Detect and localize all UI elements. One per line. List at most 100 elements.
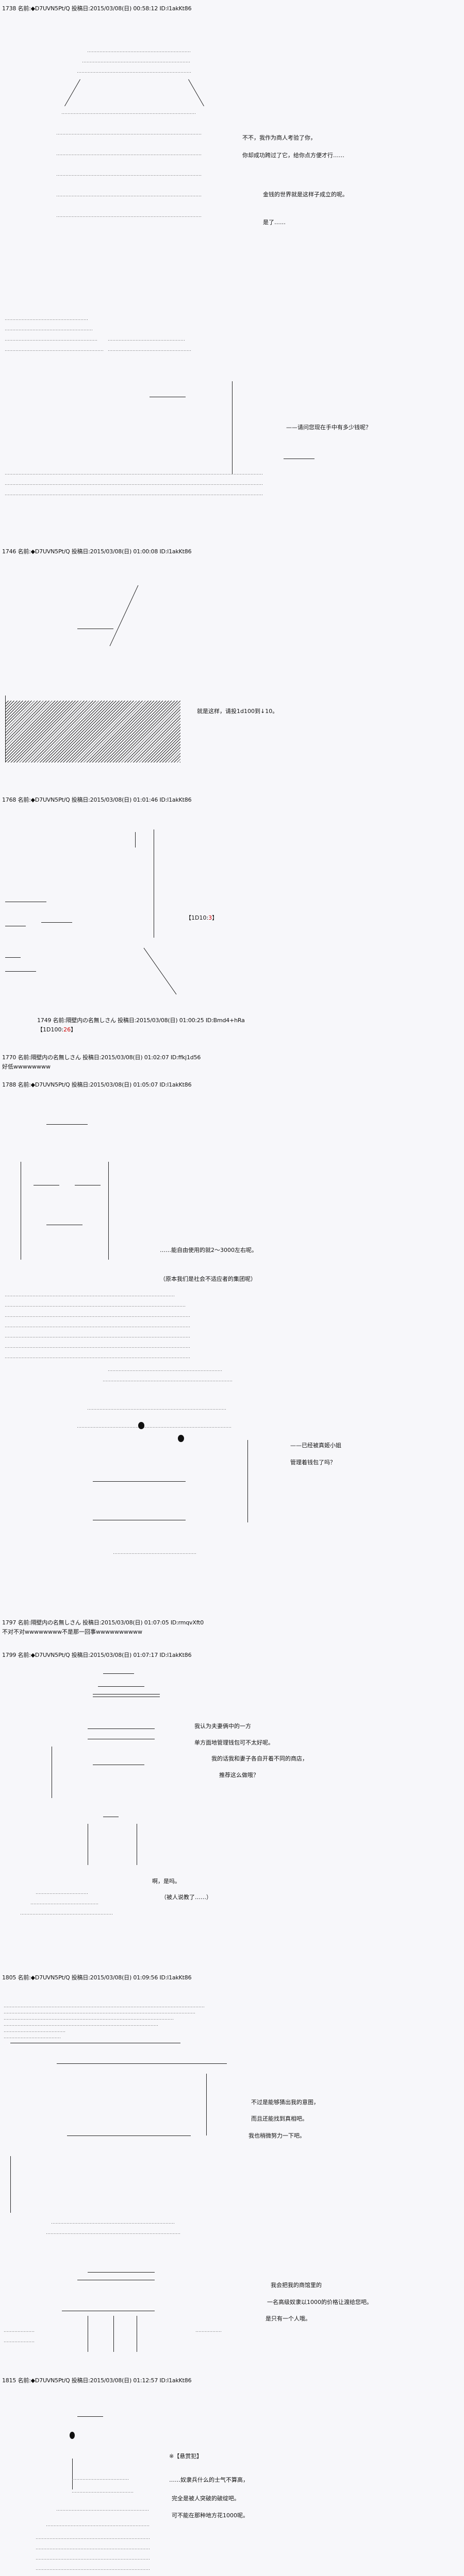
poster-id[interactable]: ID:l1akKt86: [159, 2377, 192, 2384]
dialogue-line: ——已经被真姬小姐: [290, 1442, 341, 1449]
dialogue-line: 完全是被人突破的破绽吧。: [172, 2495, 240, 2502]
dialogue-line: 你却成功跨过了它，给你点方便才行……: [242, 152, 344, 159]
post-date: 2015/03/08(日) 01:07:17: [90, 1652, 158, 1658]
poster-name[interactable]: ◆D7UVN5Pt/Q: [30, 796, 70, 803]
post-header: 1770 名前:隔壁内の名無しさん 投稿日:2015/03/08(日) 01:0…: [2, 1054, 201, 1061]
name-label: 名前:: [53, 1017, 66, 1024]
poster-name[interactable]: ◆D7UVN5Pt/Q: [30, 5, 70, 12]
post-text: 好低wwwwwwww: [2, 1063, 51, 1070]
poster-id[interactable]: ID:l1akKt86: [159, 796, 192, 803]
dialogue-line: ——请问您现在手中有多少钱呢？: [286, 424, 371, 431]
post-text: 不对不对wwwwwwww不是那一回事wwwwwwwwww: [2, 1629, 142, 1635]
poster-name[interactable]: ◆D7UVN5Pt/Q: [30, 548, 70, 555]
post-date: 2015/03/08(日) 00:58:12: [90, 5, 158, 12]
roll-value: 3: [208, 914, 212, 921]
date-label: 投稿日: [118, 1017, 135, 1024]
post-1788: 1788 名前:◆D7UVN5Pt/Q 投稿日:2015/03/08(日) 01…: [0, 1079, 464, 1615]
post-1746: 1746 名前:◆D7UVN5Pt/Q 投稿日:2015/03/08(日) 01…: [0, 541, 464, 793]
quoted-post-number[interactable]: 1749: [37, 1017, 52, 1024]
post-date: 2015/03/08(日) 01:01:46: [90, 796, 158, 803]
date-label: 投稿日: [71, 5, 89, 12]
dialogue-line: 我的话我和妻子各自开着不同的商店，: [211, 1755, 308, 1762]
post-number: 1768: [2, 796, 16, 803]
date-label: 投稿日: [71, 1974, 89, 1981]
post-header: 1815 名前:◆D7UVN5Pt/Q 投稿日:2015/03/08(日) 01…: [2, 2377, 192, 2384]
poster-id[interactable]: ID:l1akKt86: [159, 5, 192, 12]
poster-id[interactable]: ID:rmqvXft0: [170, 1619, 204, 1626]
post-1805: 1805 名前:◆D7UVN5Pt/Q 投稿日:2015/03/08(日) 01…: [0, 1971, 464, 2372]
name-label: 名前:: [18, 5, 31, 12]
dialogue-line: 单方面地管理钱包可不太好呢。: [194, 1739, 274, 1746]
dialogue-line: 管理着钱包了吗？: [290, 1459, 336, 1466]
dialogue-line: 是只有一个人哦。: [266, 2315, 311, 2322]
post-number: 1805: [2, 1974, 16, 1981]
post-header: 1746 名前:◆D7UVN5Pt/Q 投稿日:2015/03/08(日) 01…: [2, 548, 192, 555]
dialogue-line: 推荐这么做哦？: [219, 1772, 259, 1778]
post-number: 1746: [2, 548, 16, 555]
name-label: 名前:: [18, 2377, 31, 2384]
poster-name[interactable]: ◆D7UVN5Pt/Q: [30, 1974, 70, 1981]
dialogue-line: ※【悬赏犯】: [169, 2453, 203, 2460]
name-label: 名前:: [18, 796, 31, 803]
date-label: 投稿日: [71, 548, 89, 555]
name-label: 名前:: [18, 1054, 31, 1061]
dialogue-line: ……能自由使用的就2～3000左右呢。: [160, 1247, 257, 1253]
roll-prefix: 【1D100:: [37, 1026, 64, 1033]
post-header: 1768 名前:◆D7UVN5Pt/Q 投稿日:2015/03/08(日) 01…: [2, 796, 192, 803]
dialogue-line: 金钱的世界就是这样子成立的呢。: [263, 191, 348, 198]
dialogue-line: 一名高级奴隶以1000的价格让渡给您吧。: [267, 2299, 372, 2306]
post-1799: 1799 名前:◆D7UVN5Pt/Q 投稿日:2015/03/08(日) 01…: [0, 1649, 464, 1958]
poster-id[interactable]: ID:l1akKt86: [159, 1081, 192, 1088]
dialogue-line: 就是这样，请投1d100到↓10。: [197, 708, 278, 715]
post-1815: 1815 名前:◆D7UVN5Pt/Q 投稿日:2015/03/08(日) 01…: [0, 2376, 464, 2576]
post-number: 1799: [2, 1652, 16, 1658]
name-label: 名前:: [18, 1974, 31, 1981]
dialogue-line: 我也稍微努力一下吧。: [248, 2132, 305, 2139]
dialogue-line: 不过是能够猜出我的意图，: [251, 2099, 319, 2106]
poster-id[interactable]: ID:Bmd4+hRa: [205, 1017, 245, 1024]
post-date: 2015/03/08(日) 01:00:25: [136, 1017, 204, 1024]
dialogue-line: ……奴隶兵什么的士气不算高，: [169, 2477, 248, 2483]
poster-name[interactable]: ◆D7UVN5Pt/Q: [30, 1652, 70, 1658]
post-date: 2015/03/08(日) 01:00:08: [90, 548, 158, 555]
date-label: 投稿日: [82, 1054, 100, 1061]
dialogue-line: （原本我们是社会不适应者的集团呢）: [160, 1276, 256, 1282]
date-label: 投稿日: [71, 2377, 89, 2384]
dialogue-line: 不不，我作为商人考验了你，: [242, 134, 316, 141]
dialogue-line: （被人说教了……）: [161, 1894, 212, 1901]
dialogue-line: 而且还能找到真相吧。: [251, 2115, 308, 2122]
post-date: 2015/03/08(日) 01:02:07: [101, 1054, 169, 1061]
roll-value: 26: [63, 1026, 71, 1033]
post-1770: 1770 名前:隔壁内の名無しさん 投稿日:2015/03/08(日) 01:0…: [0, 1051, 464, 1077]
post-1768: 1768 名前:◆D7UVN5Pt/Q 投稿日:2015/03/08(日) 01…: [0, 793, 464, 1051]
date-label: 投稿日: [82, 1619, 100, 1626]
name-label: 名前:: [18, 1652, 31, 1658]
poster-name[interactable]: ◆D7UVN5Pt/Q: [30, 1081, 70, 1088]
name-label: 名前:: [18, 1619, 31, 1626]
quoted-post-header: 1749 名前:隔壁内の名無しさん 投稿日:2015/03/08(日) 01:0…: [37, 1017, 245, 1024]
dialogue-line: 可不能在那种地方花1000呢。: [172, 2512, 248, 2519]
roll-prefix: 【1D10:: [186, 914, 209, 921]
post-header: 1799 名前:◆D7UVN5Pt/Q 投稿日:2015/03/08(日) 01…: [2, 1652, 192, 1658]
poster-id[interactable]: ID:l1akKt86: [159, 1974, 192, 1981]
poster-id[interactable]: ID:ffkj1d56: [170, 1054, 201, 1061]
date-label: 投稿日: [71, 1081, 89, 1088]
post-header: 1788 名前:◆D7UVN5Pt/Q 投稿日:2015/03/08(日) 01…: [2, 1081, 192, 1088]
poster-name: 隔壁内の名無しさん: [30, 1054, 81, 1061]
date-label: 投稿日: [71, 1652, 89, 1658]
poster-name: 隔壁内の名無しさん: [65, 1017, 116, 1024]
dialogue-line: 啊，是吗。: [152, 1878, 180, 1885]
post-header: 1738 名前:◆D7UVN5Pt/Q 投稿日:2015/03/08(日) 00…: [2, 5, 192, 12]
poster-id[interactable]: ID:l1akKt86: [159, 1652, 192, 1658]
quoted-dice-result: 【1D100:26】: [37, 1025, 76, 1033]
post-date: 2015/03/08(日) 01:07:05: [101, 1619, 169, 1626]
post-header: 1805 名前:◆D7UVN5Pt/Q 投稿日:2015/03/08(日) 01…: [2, 1974, 192, 1981]
post-number: 1770: [2, 1054, 16, 1061]
post-number: 1788: [2, 1081, 16, 1088]
poster-name[interactable]: ◆D7UVN5Pt/Q: [30, 2377, 70, 2384]
roll-suffix: 】: [212, 914, 218, 921]
poster-id[interactable]: ID:l1akKt86: [159, 548, 192, 555]
post-number: 1815: [2, 2377, 16, 2384]
dialogue-line: 我认为夫妻俩中的一方: [194, 1723, 251, 1730]
post-number: 1738: [2, 5, 16, 12]
